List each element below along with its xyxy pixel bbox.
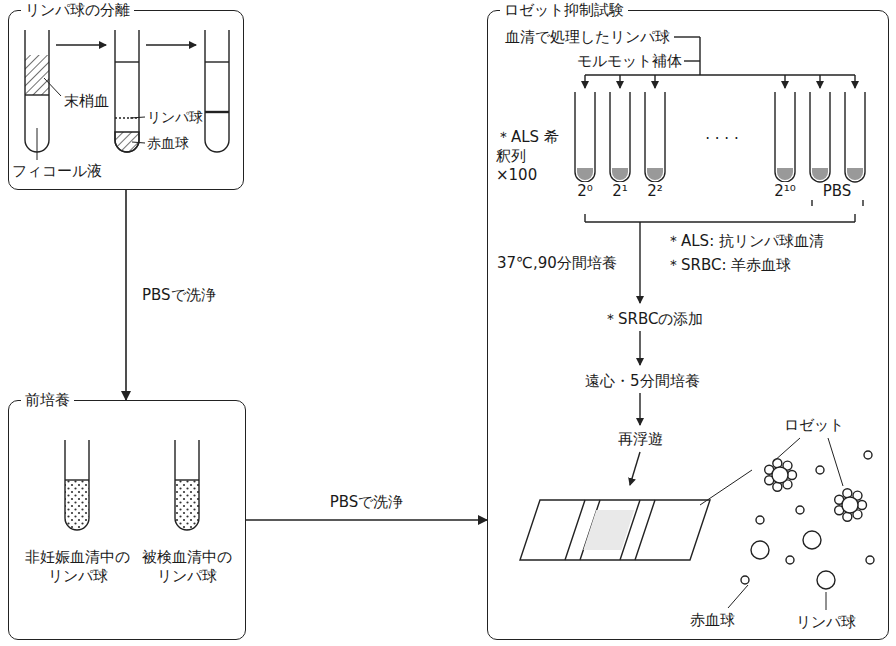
annotation-label: リンパ球 [147, 108, 203, 127]
annotation-label: 2¹⁰ [774, 182, 796, 201]
flow-arrow [246, 519, 487, 521]
panel-heading: リンパ球の分離 [21, 0, 134, 20]
annotation-label: 遠心・5分間培養 [585, 372, 700, 391]
edge-label: PBSで洗浄 [140, 286, 218, 305]
annotation-label: フィコール液 [12, 162, 102, 181]
annotation-label: · · · · [705, 130, 738, 149]
annotation-label: 赤血球 [690, 611, 735, 630]
annotation-label: ＊ALS: 抗リンパ球血清 [666, 232, 824, 251]
annotation-label: 2¹ [612, 182, 628, 201]
panel-heading: 前培養 [21, 390, 74, 410]
annotation-label: PBS [823, 182, 852, 201]
annotation-label: ＊SRBCの添加 [603, 310, 703, 329]
annotation-label: 非妊娠血清中のリンパ球 [25, 548, 130, 586]
flow-arrow [125, 190, 127, 400]
panel-heading: ロゼット抑制試験 [500, 0, 628, 20]
annotation-label: ＊ALS 希釈列 ×100 [496, 128, 562, 185]
annotation-label: 末梢血 [64, 92, 109, 111]
annotation-label: 再浮遊 [618, 430, 663, 449]
process-panel: 前培養 [8, 400, 246, 640]
edge-label: PBSで洗浄 [328, 493, 406, 512]
annotation-label: 2⁰ [577, 182, 593, 201]
annotation-label: 被検血清中のリンパ球 [142, 548, 232, 586]
annotation-label: ロゼット [784, 416, 844, 435]
annotation-label: 2² [647, 182, 663, 201]
annotation-label: ＊SRBC: 羊赤血球 [666, 256, 791, 275]
annotation-label: 血清で処理したリンパ球 [505, 28, 670, 47]
annotation-label: リンパ球 [796, 613, 856, 632]
annotation-label: 赤血球 [147, 134, 189, 153]
annotation-label: モルモット補体 [577, 52, 682, 71]
annotation-label: 37℃,90分間培養 [497, 254, 617, 273]
